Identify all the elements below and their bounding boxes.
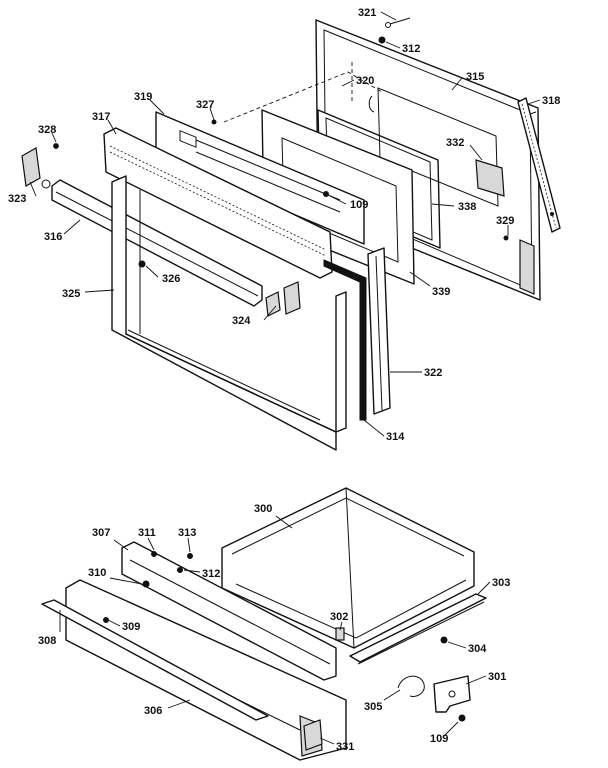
screw-321 <box>385 17 411 28</box>
callout-109-lower: 109 <box>430 733 448 745</box>
clip-302 <box>335 627 345 641</box>
door-gasket-314 <box>323 259 367 421</box>
handle-end-cap-324 <box>265 291 281 317</box>
leader-lines <box>29 11 541 745</box>
callout-338: 338 <box>458 201 476 213</box>
drawer-rail-303 <box>349 593 487 665</box>
callout-300: 300 <box>254 503 272 515</box>
screw-109-upper <box>323 191 329 197</box>
callout-303: 303 <box>492 577 510 589</box>
callout-325: 325 <box>62 288 80 300</box>
callout-321: 321 <box>358 7 376 19</box>
screw-109-lower <box>458 714 466 722</box>
callout-306: 306 <box>144 705 162 717</box>
clip-326 <box>138 260 146 268</box>
callout-339: 339 <box>432 286 450 298</box>
drawer-front-inner-307 <box>121 541 337 681</box>
callout-317: 317 <box>92 111 110 123</box>
nut-312-upper <box>378 36 386 44</box>
screw-313 <box>187 553 193 559</box>
callout-329: 329 <box>496 215 514 227</box>
door-side-trim-318 <box>517 97 561 233</box>
door-frame-325 <box>111 175 347 451</box>
callout-311: 311 <box>138 527 156 539</box>
screw-327 <box>211 119 217 125</box>
callout-322: 322 <box>424 367 442 379</box>
nut-304 <box>440 636 448 644</box>
handle-end-cap-323 <box>21 147 51 189</box>
callout-326: 326 <box>162 273 180 285</box>
callout-323: 323 <box>8 193 26 205</box>
callout-318: 318 <box>542 95 560 107</box>
callout-312: 312 <box>402 43 420 55</box>
callout-324: 324 <box>232 315 251 327</box>
callout-labels: 321 312 315 320 318 319 327 317 328 332 … <box>8 7 560 753</box>
callout-307: 307 <box>92 527 110 539</box>
door-side-rail-322 <box>367 247 391 415</box>
screw-309 <box>103 617 109 623</box>
window-frame-332 <box>368 87 505 207</box>
callout-328: 328 <box>38 124 56 136</box>
callout-331: 331 <box>336 741 354 753</box>
bracket-301 <box>433 675 471 713</box>
callout-327: 327 <box>196 99 214 111</box>
callout-310: 310 <box>88 567 106 579</box>
callout-301: 301 <box>488 671 506 683</box>
door-vent-panel-319 <box>155 111 365 245</box>
callout-320: 320 <box>356 75 374 87</box>
callout-304: 304 <box>468 643 487 655</box>
spring-305 <box>397 675 425 697</box>
door-top-trim-317 <box>103 127 333 279</box>
callout-315: 315 <box>466 71 484 83</box>
screw-328 <box>53 143 59 149</box>
callout-313: 313 <box>178 527 196 539</box>
screw-329 <box>503 235 509 241</box>
callout-309: 309 <box>122 621 140 633</box>
callout-305: 305 <box>364 701 382 713</box>
screw-311 <box>151 551 157 557</box>
nut-312-lower <box>177 567 183 573</box>
clip-310 <box>142 580 150 588</box>
end-bracket-331 <box>303 719 323 751</box>
callout-312-lower: 312 <box>202 568 220 580</box>
drawer-trim-308 <box>41 599 269 721</box>
callout-302: 302 <box>330 611 348 623</box>
door-handle-316 <box>51 179 263 307</box>
callout-316: 316 <box>44 231 62 243</box>
callout-332: 332 <box>446 137 464 149</box>
callout-319: 319 <box>134 91 152 103</box>
callout-314: 314 <box>386 431 405 443</box>
callout-308: 308 <box>38 635 56 647</box>
callout-109: 109 <box>350 199 368 211</box>
